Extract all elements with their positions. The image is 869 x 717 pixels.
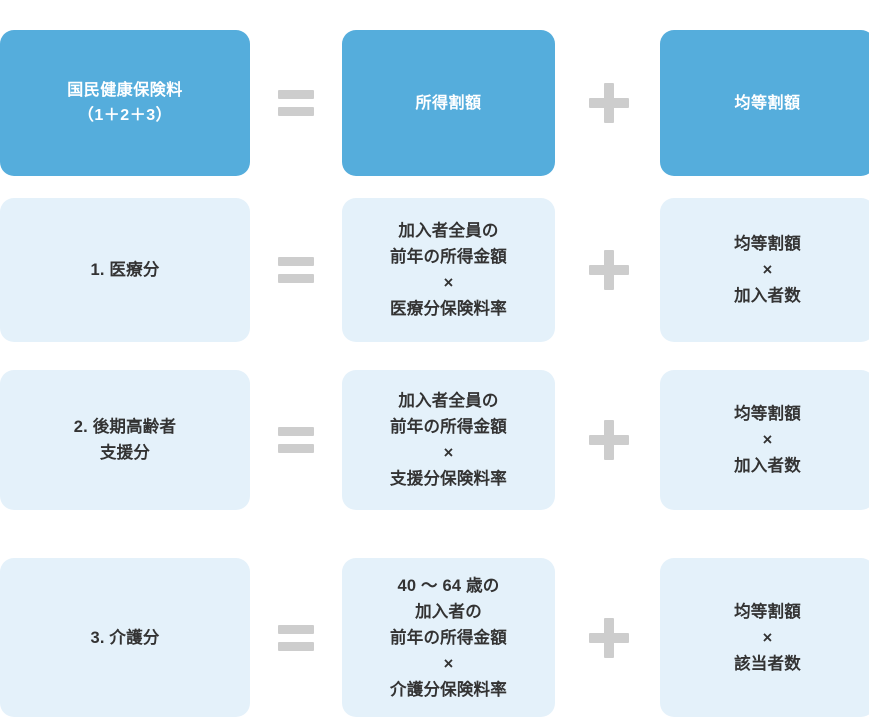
row-total-label-text: 国民健康保険料 （1＋2＋3）: [67, 82, 183, 124]
row-nursing-per-capita-text: 均等割額 × 該当者数: [734, 602, 801, 673]
equals-icon: [255, 370, 337, 510]
equals-icon: [255, 558, 337, 717]
row-nursing-label-text: 3. 介護分: [90, 628, 160, 647]
row-nursing-plus-operator: [560, 558, 658, 717]
row-medical-per-capita-box: 均等割額 × 加入者数: [660, 198, 869, 342]
row-total-income-share-text: 所得割額: [415, 94, 482, 112]
row-medical-plus-operator: [560, 198, 658, 342]
row-nursing-income-share-text: 40 〜 64 歳の 加入者の 前年の所得金額 × 介護分保険料率: [390, 576, 507, 699]
formula-row-elderly-support: 2. 後期高齢者 支援分 加入者全員の 前年の所得金額 × 支援分保険料率 均等…: [0, 370, 869, 510]
row-total-plus-operator: [560, 30, 658, 176]
row-total-income-share-box: 所得割額: [342, 30, 555, 176]
row-total-label-box: 国民健康保険料 （1＋2＋3）: [0, 30, 250, 176]
row-nursing-equals-operator: [255, 558, 337, 717]
row-elderly-plus-operator: [560, 370, 658, 510]
plus-icon: [560, 558, 658, 717]
row-medical-label-text: 1. 医療分: [90, 261, 160, 279]
row-elderly-per-capita-text: 均等割額 × 加入者数: [734, 405, 801, 475]
row-elderly-equals-operator: [255, 370, 337, 510]
row-nursing-income-share-box: 40 〜 64 歳の 加入者の 前年の所得金額 × 介護分保険料率: [342, 558, 555, 717]
row-nursing-per-capita-box: 均等割額 × 該当者数: [660, 558, 869, 717]
equals-icon: [255, 30, 337, 176]
plus-icon: [560, 198, 658, 342]
row-nursing-label-box: 3. 介護分: [0, 558, 250, 717]
row-medical-equals-operator: [255, 198, 337, 342]
row-total-equals-operator: [255, 30, 337, 176]
row-elderly-label-text: 2. 後期高齢者 支援分: [73, 418, 177, 462]
formula-row-medical: 1. 医療分 加入者全員の 前年の所得金額 × 医療分保険料率 均等割額 × 加…: [0, 198, 869, 342]
row-medical-income-share-text: 加入者全員の 前年の所得金額 × 医療分保険料率: [390, 222, 507, 318]
plus-icon: [560, 30, 658, 176]
row-elderly-per-capita-box: 均等割額 × 加入者数: [660, 370, 869, 510]
plus-icon: [560, 370, 658, 510]
row-elderly-label-box: 2. 後期高齢者 支援分: [0, 370, 250, 510]
row-medical-income-share-box: 加入者全員の 前年の所得金額 × 医療分保険料率: [342, 198, 555, 342]
equals-icon: [255, 198, 337, 342]
row-medical-label-box: 1. 医療分: [0, 198, 250, 342]
formula-row-total: 国民健康保険料 （1＋2＋3） 所得割額 均等割額: [0, 30, 869, 176]
clipped-header-text: [0, 0, 869, 7]
row-elderly-income-share-text: 加入者全員の 前年の所得金額 × 支援分保険料率: [390, 392, 507, 488]
formula-row-nursing-care: 3. 介護分 40 〜 64 歳の 加入者の 前年の所得金額 × 介護分保険料率…: [0, 558, 869, 717]
row-total-per-capita-box: 均等割額: [660, 30, 869, 176]
row-medical-per-capita-text: 均等割額 × 加入者数: [734, 235, 801, 305]
row-total-per-capita-text: 均等割額: [734, 94, 801, 112]
row-elderly-income-share-box: 加入者全員の 前年の所得金額 × 支援分保険料率: [342, 370, 555, 510]
